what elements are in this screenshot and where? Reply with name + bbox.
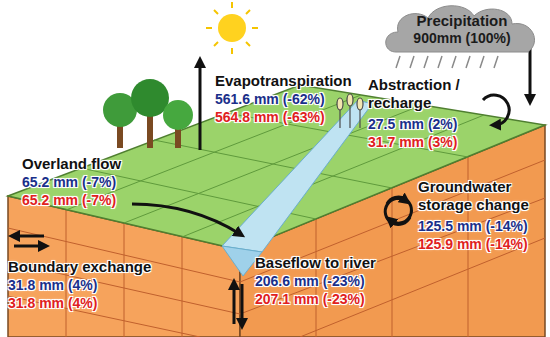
- value-scenario-1: 27.5 mm (2%): [368, 116, 457, 133]
- value-scenario-2: 31.7 mm (3%): [368, 134, 457, 151]
- value-scenario-1: 125.5 mm (-14%): [418, 218, 528, 235]
- flow-name: Baseflow to river: [255, 254, 376, 272]
- cloud-heading: Precipitation: [417, 12, 508, 30]
- cloud-value: 900mm (100%): [413, 30, 510, 47]
- cloud-node: Precipitation900mm (100%): [382, 2, 542, 56]
- value-scenario-1: 31.8 mm (4%): [8, 277, 97, 294]
- flow-name: Overland flow: [22, 155, 121, 173]
- flow-name: Groundwater storage change: [418, 178, 540, 214]
- value-scenario-2: 125.9 mm (-14%): [418, 236, 528, 253]
- value-scenario-1: 206.6 mm (-23%): [255, 273, 365, 290]
- flow-name: Abstraction / recharge: [368, 76, 463, 112]
- value-scenario-2: 207.1 mm (-23%): [255, 291, 365, 308]
- flow-name: Boundary exchange: [8, 258, 151, 276]
- flow-name: Evapotranspiration: [215, 72, 352, 90]
- value-scenario-1: 561.6 mm (-62%): [215, 91, 325, 108]
- value-scenario-2: 65.2 mm (-7%): [22, 192, 116, 209]
- value-scenario-1: 65.2 mm (-7%): [22, 174, 116, 191]
- value-scenario-2: 31.8 mm (4%): [8, 295, 97, 312]
- cloud-shape: [382, 2, 542, 56]
- value-scenario-2: 564.8 mm (-63%): [215, 109, 325, 126]
